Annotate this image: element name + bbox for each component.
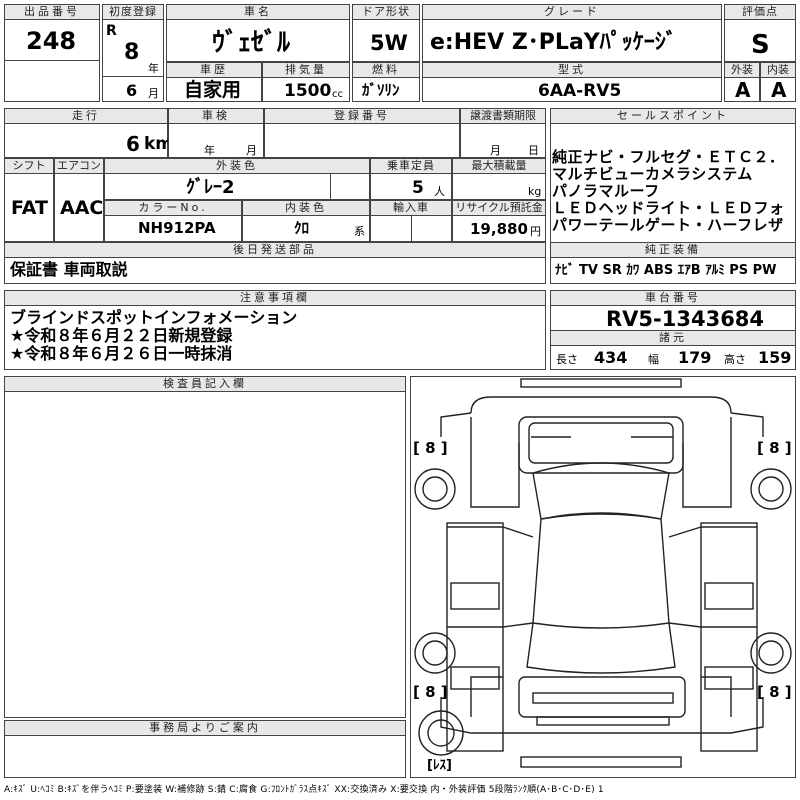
recycle-fee: 19,880: [470, 220, 528, 238]
later-parts: 保証書 車両取説: [10, 260, 128, 279]
capacity-header: 乗車定員: [370, 158, 452, 174]
exterior-score: A: [735, 78, 751, 102]
era: R: [106, 23, 117, 39]
first-reg-year: 8: [124, 40, 140, 65]
width-label: 幅: [648, 353, 659, 366]
inspector-header: 検査員記入欄: [4, 376, 406, 392]
sales-point: 純正ナビ・フルセグ・ＥＴＣ２．: [552, 149, 785, 166]
color-no-header: カラーNo.: [104, 200, 242, 216]
car-name-header: 車名: [166, 4, 350, 20]
sales-points-list: 純正ナビ・フルセグ・ＥＴＣ２． マルチビューカメラシステム パノラマルーフ ＬＥ…: [552, 149, 794, 234]
note-line: ブラインドスポットインフォメーション: [10, 308, 298, 327]
first-reg-header: 初度登録: [102, 4, 164, 20]
import-header: 輸入車: [370, 200, 452, 216]
lot-number: 248: [26, 27, 77, 55]
shift-header: シフト: [4, 158, 54, 174]
transfer-header: 譲渡書類期限: [460, 108, 546, 124]
grade: e:HEV Z･PLaYﾊﾟｯｹｰｼﾞ: [430, 30, 677, 55]
sales-point: ＬＥＤヘッドライト・ＬＥＤフォ: [552, 199, 785, 217]
height-label: 高さ: [724, 353, 746, 366]
model-code-header: 型式: [422, 62, 722, 78]
sales-point: マルチビューカメラシステム: [552, 165, 753, 183]
damage-legend: A:ｷｽﾞ U:ﾍｺﾐ B:ｷｽﾞを伴うﾍｺﾐ P:要塗装 W:補修跡 S:錆 …: [4, 785, 604, 795]
tire-tread-front-left: [ 8 ]: [413, 439, 448, 457]
int-color-unit: 系: [354, 225, 365, 238]
transfer-day-unit: 日: [528, 144, 539, 157]
first-reg-month: 6: [126, 81, 138, 100]
height: 159: [758, 348, 792, 367]
interior-score: A: [771, 78, 787, 102]
lot-number-box: [4, 4, 100, 102]
interior-header: 内装: [760, 62, 796, 78]
history-header: 車歴: [166, 62, 262, 78]
sales-points-header: セールスポイント: [550, 108, 796, 124]
ext-color-header: 外装色: [104, 158, 370, 174]
note-line: ★令和８年６月２６日一時抹消: [10, 344, 233, 363]
score: S: [751, 30, 770, 60]
capacity: 5: [412, 178, 424, 198]
chassis-header: 車台番号: [550, 290, 796, 306]
mileage: 6: [126, 132, 140, 156]
history: 自家用: [184, 79, 242, 101]
length-label: 長さ: [556, 353, 578, 366]
fuel-header: 燃料: [352, 62, 420, 78]
office-header: 事務局よりご案内: [4, 720, 406, 736]
door-header: ドア形状: [352, 4, 420, 20]
ext-color: ｸﾞﾚｰ2: [186, 177, 235, 198]
ac-header: エアコン: [54, 158, 104, 174]
vehicle-diagram-box: [ 8 ] [ 8 ] [ 8 ] [ 8 ] [ﾚｽ]: [410, 376, 796, 778]
inspection-month-unit: 月: [246, 144, 257, 157]
dimensions-header: 諸元: [550, 330, 796, 346]
capacity-unit: 人: [434, 185, 445, 198]
inspection-year-unit: 年: [204, 144, 215, 157]
int-color: ｸﾛ: [294, 219, 310, 237]
displacement-header: 排気量: [262, 62, 350, 78]
door-type: 5W: [370, 31, 408, 55]
month-unit: 月: [148, 87, 159, 100]
recycle-header: リサイクル預託金: [452, 200, 546, 216]
ac: AAC: [60, 197, 104, 219]
exterior-header: 外装: [724, 62, 760, 78]
first-reg-box: [102, 4, 164, 102]
model-code: 6AA-RV5: [538, 81, 622, 101]
mileage-unit: km: [144, 134, 174, 154]
genuine-equipment: ﾅﾋﾞ TV SR ｶﾜ ABS ｴｱB ｱﾙﾐ PS PW: [555, 263, 777, 278]
inspection-header: 車検: [168, 108, 264, 124]
mileage-header: 走行: [4, 108, 168, 124]
genuine-header: 純正装備: [550, 242, 796, 258]
later-parts-header: 後日発送部品: [4, 242, 546, 258]
shift: FAT: [11, 197, 48, 219]
tire-tread-rear-left: [ 8 ]: [413, 683, 448, 701]
length: 434: [594, 348, 628, 367]
lot-number-header: 出品番号: [4, 4, 100, 20]
max-load-unit: kg: [528, 185, 542, 198]
width: 179: [678, 348, 712, 367]
inspector-box: [4, 376, 406, 718]
car-top-view-diagram: [414, 378, 792, 768]
grade-header: グレード: [422, 4, 722, 20]
tire-tread-rear-right: [ 8 ]: [757, 683, 792, 701]
chassis-number: RV5-1343684: [606, 307, 765, 331]
displacement: 1500: [284, 81, 332, 101]
notes-header: 注意事項欄: [4, 290, 546, 306]
reg-no-header: 登録番号: [264, 108, 460, 124]
sales-point: パワーテールゲート・ハーフレザ: [552, 216, 784, 234]
year-unit: 年: [148, 62, 159, 75]
notes-list: ブラインドスポットインフォメーション ★令和８年６月２２日新規登録 ★令和８年６…: [10, 309, 297, 363]
sales-point: パノラマルーフ: [552, 182, 660, 200]
displacement-unit: cc: [332, 89, 343, 100]
car-name: ｳﾞｪｾﾞﾙ: [212, 28, 291, 58]
max-load-header: 最大積載量: [452, 158, 546, 174]
int-color-header: 内装色: [242, 200, 370, 216]
fuel: ｶﾞｿﾘﾝ: [362, 81, 400, 99]
tire-tread-front-right: [ 8 ]: [757, 439, 792, 457]
score-header: 評価点: [724, 4, 796, 20]
recycle-unit: 円: [530, 225, 541, 238]
spare-tire-status: [ﾚｽ]: [427, 758, 452, 773]
transfer-month-unit: 月: [490, 144, 501, 157]
color-no: NH912PA: [138, 219, 216, 237]
note-line: ★令和８年６月２２日新規登録: [10, 326, 233, 345]
sales-points-box: [550, 108, 796, 258]
